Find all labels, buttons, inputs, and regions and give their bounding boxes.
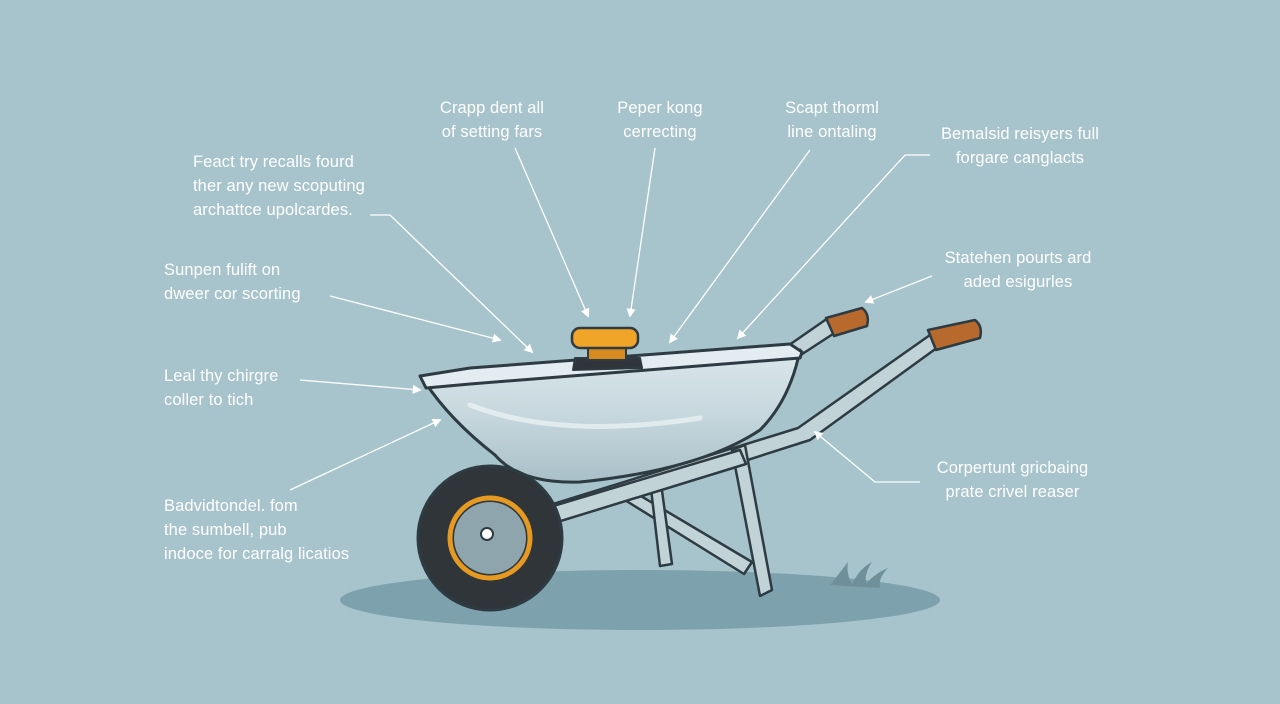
label-upper-left: Feact try recalls fourd ther any new sco…: [193, 153, 365, 219]
label-top-left: Crapp dent all of setting fars: [439, 99, 545, 141]
label-mid-left: Sunpen fulift on dweer cor scorting: [164, 261, 301, 303]
label-top-right: Scapt thorml line ontaling: [785, 99, 879, 141]
label-upper-right: Bemalsid reisyers full forgare canglacts: [940, 125, 1100, 167]
leader-line: [514, 147, 590, 318]
label-left: Leal thy chirgre coller to tich: [164, 367, 279, 409]
rear-leg-front: [730, 443, 774, 598]
leader-line: [813, 430, 920, 483]
leader-lines: [289, 147, 933, 491]
label-top-mid: Peper kong cerrecting: [617, 99, 703, 141]
leader-line: [329, 295, 502, 343]
tray-highlight: [467, 402, 703, 429]
tray-body: [423, 348, 802, 484]
label-lower-right: Corpertunt gricbaing prate crivel reaser: [936, 459, 1089, 501]
wheelbarrow: [416, 306, 983, 612]
leader-line: [668, 149, 811, 344]
leader-line: [370, 214, 534, 354]
leader-line: [289, 418, 442, 491]
wheel-axle: [480, 527, 494, 541]
grass-tuft: [830, 562, 888, 588]
leader-line: [736, 154, 930, 340]
leader-line: [299, 379, 422, 394]
leader-line: [626, 147, 656, 318]
leader-line: [864, 275, 933, 304]
label-lower-left: Badvidtondel. fom the sumbell, pub indoc…: [164, 497, 350, 563]
handle-grip-right: [926, 318, 983, 352]
handle-grip-left: [824, 306, 870, 338]
label-mid-right: Statehen pourts ard aded esigurles: [944, 249, 1092, 291]
cap-top: [570, 326, 640, 350]
